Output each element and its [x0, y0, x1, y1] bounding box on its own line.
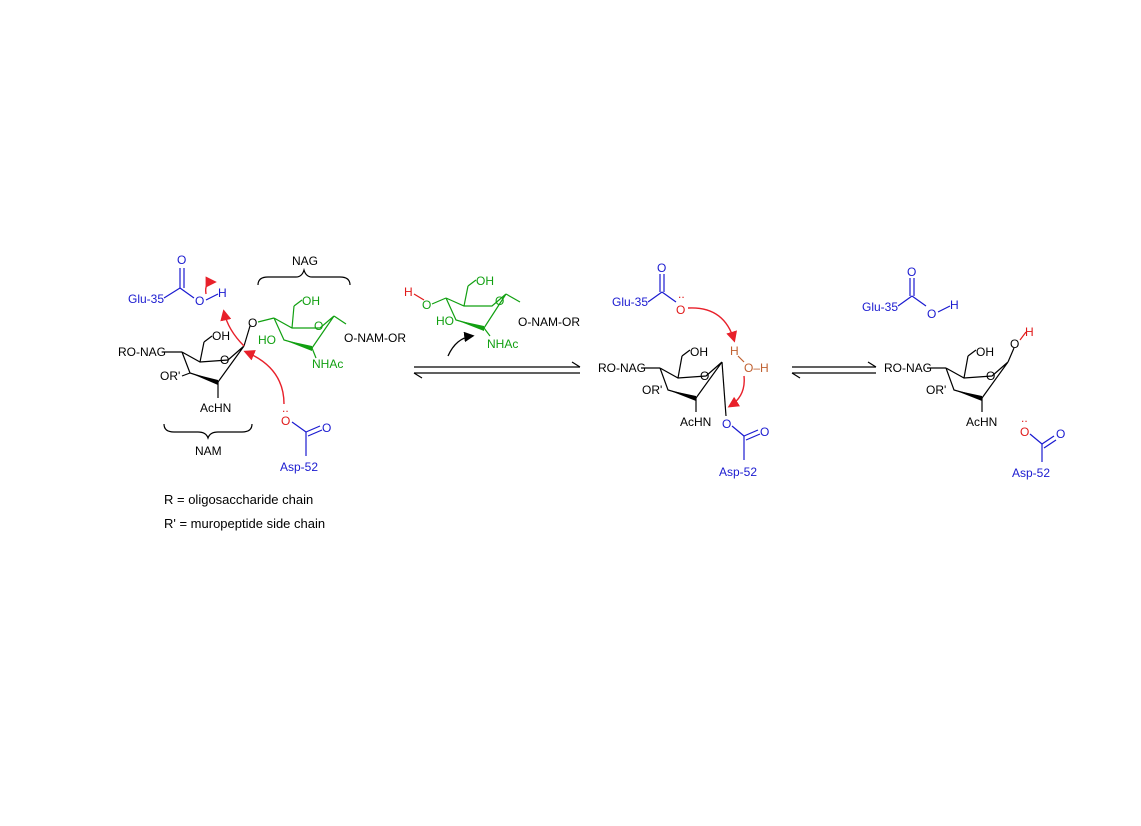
leaving-oh: OH: [476, 274, 494, 288]
glu35-anion-o-2: O: [676, 303, 685, 317]
nam-label: NAM: [195, 444, 222, 458]
nag-o-nam-or-label: O-NAM-OR: [344, 331, 406, 345]
leaving-h: H: [404, 285, 413, 299]
nag-oh-label: OH: [302, 294, 320, 308]
nag-ho-label: HO: [258, 333, 276, 347]
arrow-glu-to-water: [687, 307, 737, 343]
arrow-asp-attack: [243, 350, 285, 405]
asp52-label-3: Asp-52: [1012, 466, 1050, 480]
panel-substrate: NAG Glu-35 O O H RO-NAG OH O OR': [118, 253, 406, 474]
nag-bracket: NAG: [257, 254, 351, 286]
asp52-lone-pair: ..: [282, 401, 289, 415]
prod-oh-label: OH: [976, 345, 994, 359]
achn-label-2: AcHN: [680, 415, 711, 429]
asp52-carboxylate-o: O: [281, 414, 290, 428]
legend-r-prime: R' = muropeptide side chain: [164, 516, 326, 531]
arrow-glycosidic-to-glu: [220, 309, 245, 347]
glu35-label-2: Glu-35: [612, 295, 648, 309]
int-ring-o: O: [700, 369, 709, 383]
asp52-lone-pair-3: ..: [1021, 411, 1028, 425]
glu35-carbonyl-o-3: O: [907, 265, 916, 279]
glu35-carbonyl-o: O: [177, 253, 186, 267]
equilibrium-arrow-2: [791, 361, 877, 379]
or-prime-label: OR': [160, 369, 180, 383]
nam-bracket: NAM: [163, 423, 253, 458]
nag-ring-o: O: [314, 319, 323, 333]
nam-ring: RO-NAG OH O OR' AcHN O: [118, 316, 257, 415]
asp52-label-2: Asp-52: [719, 465, 757, 479]
glu35-label-3: Glu-35: [862, 300, 898, 314]
prod-anomeric-o: O: [1010, 337, 1019, 351]
asp52-anion-o-3: O: [1020, 425, 1029, 439]
arrow-oh-to-h: [204, 276, 217, 295]
int-oh-label: OH: [690, 345, 708, 359]
panel-intermediate: Glu-35 O .. O H O–H RO-NAG OH O OR' AcHN…: [598, 261, 769, 479]
leaving-o-nam-or: O-NAM-OR: [518, 315, 580, 329]
equilibrium-arrow-1: [413, 361, 581, 379]
leaving-o: O: [422, 298, 431, 312]
achn-label-3: AcHN: [966, 415, 997, 429]
asp52-residue-1: .. O O Asp-52: [280, 401, 331, 474]
leaving-ho: HO: [436, 314, 454, 328]
leaving-nag: H O OH O HO NHAc O-NAM-OR: [404, 274, 580, 357]
glycosidic-o: O: [248, 316, 257, 330]
achn-label: AcHN: [200, 401, 231, 415]
legend-r: R = oligosaccharide chain: [164, 492, 314, 507]
arrow-water-to-c1: [727, 375, 745, 408]
arrow-leaving: [447, 331, 475, 357]
glu35-carbonyl-o-2: O: [657, 261, 666, 275]
glu35-hydroxyl-h: H: [218, 286, 227, 300]
panel-product: Glu-35 O O H RO-NAG OH O OR' AcHN O H ..…: [862, 265, 1065, 480]
water-h-top: H: [730, 344, 739, 358]
ro-nag-label-3: RO-NAG: [884, 361, 932, 375]
asp52-label: Asp-52: [280, 460, 318, 474]
nam-ring-o: O: [220, 353, 229, 367]
or-prime-label-2: OR': [642, 383, 662, 397]
glu35-residue-1: Glu-35 O O H: [128, 253, 227, 308]
nag-label: NAG: [292, 254, 318, 268]
leaving-ring-o: O: [495, 294, 504, 308]
water-o-h: O–H: [744, 361, 769, 375]
nag-nhac-label: NHAc: [312, 357, 343, 371]
asp52-carbonyl-o: O: [322, 421, 331, 435]
prod-ring-o: O: [986, 369, 995, 383]
glu35-label: Glu-35: [128, 292, 164, 306]
nag-ring: OH O HO NHAc O-NAM-OR: [257, 294, 406, 371]
asp52-ester-o: O: [722, 417, 731, 431]
or-prime-label-3: OR': [926, 383, 946, 397]
ro-nag-label-2: RO-NAG: [598, 361, 646, 375]
glu35-hydroxyl-h-3: H: [950, 298, 959, 312]
asp52-carbonyl-o-2: O: [760, 425, 769, 439]
ro-nag-label: RO-NAG: [118, 345, 166, 359]
glu35-lone-pair-2: ..: [678, 287, 685, 301]
nam-oh-label: OH: [212, 329, 230, 343]
glu35-hydroxyl-o: O: [195, 294, 204, 308]
prod-anomeric-h: H: [1025, 325, 1034, 339]
asp52-carbonyl-o-3: O: [1056, 427, 1065, 441]
leaving-nhac: NHAc: [487, 337, 518, 351]
glu35-hydroxyl-o-3: O: [927, 307, 936, 321]
